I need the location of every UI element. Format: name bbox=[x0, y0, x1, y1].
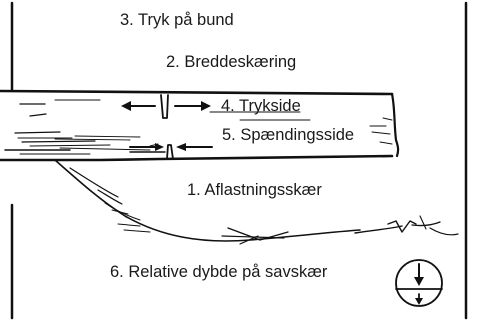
label-step-4-compression-side: 4. Trykside bbox=[221, 97, 301, 115]
label-step-1-relief-cut: 1. Aflastningsskær bbox=[187, 181, 322, 199]
top-cut-notch bbox=[160, 94, 169, 119]
arrowhead-right-top bbox=[201, 101, 211, 111]
arrowhead-right-bottom bbox=[155, 143, 164, 151]
label-step-2-width-cut: 2. Breddeskæring bbox=[166, 53, 297, 71]
label-step-6-relative-depth: 6. Relative dybde på savskær bbox=[110, 263, 328, 281]
branch-log bbox=[0, 89, 400, 162]
label-step-5-tension-side: 5. Spændingsside bbox=[222, 126, 355, 144]
sagging-branch bbox=[54, 159, 459, 245]
gauge-arrowhead-bottom bbox=[415, 298, 423, 305]
gauge-arrowhead-top bbox=[414, 277, 424, 286]
label-step-3-pressure-bottom: 3. Tryk på bund bbox=[120, 11, 234, 29]
arrowhead-left-bottom bbox=[176, 143, 186, 151]
depth-gauge-icon bbox=[395, 259, 443, 307]
arrowhead-left-top bbox=[121, 101, 131, 111]
bottom-cut-notch bbox=[166, 144, 174, 160]
